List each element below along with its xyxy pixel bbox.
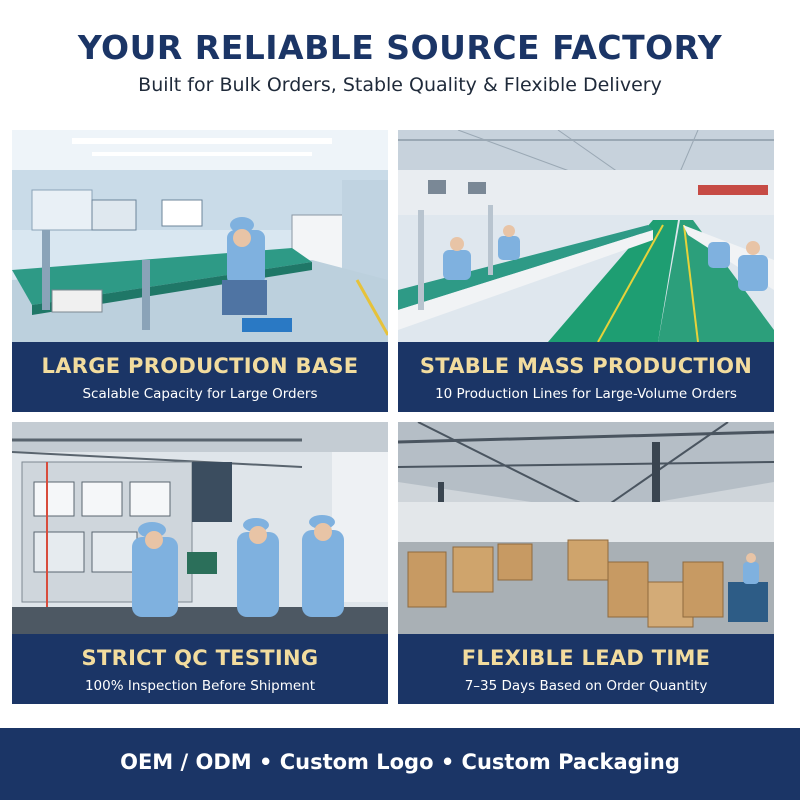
panel-title: LARGE PRODUCTION BASE [41,354,359,378]
panel-large-production-base: LARGE PRODUCTION BASE Scalable Capacity … [12,130,388,412]
panel-caption: STABLE MASS PRODUCTION 10 Production Lin… [398,342,774,412]
services-text: OEM / ODM • Custom Logo • Custom Packagi… [120,750,680,774]
panel-subtitle: 7–35 Days Based on Order Quantity [464,678,708,694]
panel-subtitle: 10 Production Lines for Large-Volume Ord… [435,386,737,402]
factory-workshop-photo [12,130,388,342]
page-title: YOUR RELIABLE SOURCE FACTORY [77,28,723,67]
panel-title: STRICT QC TESTING [81,646,319,670]
panel-stable-mass-production: STABLE MASS PRODUCTION 10 Production Lin… [398,130,774,412]
panel-caption: LARGE PRODUCTION BASE Scalable Capacity … [12,342,388,412]
panel-subtitle: 100% Inspection Before Shipment [84,678,316,694]
panel-caption: FLEXIBLE LEAD TIME 7–35 Days Based on Or… [398,634,774,704]
footer-banner: OEM / ODM • Custom Logo • Custom Packagi… [0,728,800,800]
header: YOUR RELIABLE SOURCE FACTORY Built for B… [0,0,800,118]
production-lines-photo [398,130,774,342]
qc-testing-photo [12,422,388,634]
panel-flexible-lead-time: FLEXIBLE LEAD TIME 7–35 Days Based on Or… [398,422,774,704]
page-subtitle: Built for Bulk Orders, Stable Quality & … [138,74,662,96]
panel-subtitle: Scalable Capacity for Large Orders [82,386,318,402]
panel-title: STABLE MASS PRODUCTION [419,354,753,378]
panel-strict-qc-testing: STRICT QC TESTING 100% Inspection Before… [12,422,388,704]
warehouse-photo [398,422,774,634]
panel-caption: STRICT QC TESTING 100% Inspection Before… [12,634,388,704]
panel-title: FLEXIBLE LEAD TIME [461,646,711,670]
